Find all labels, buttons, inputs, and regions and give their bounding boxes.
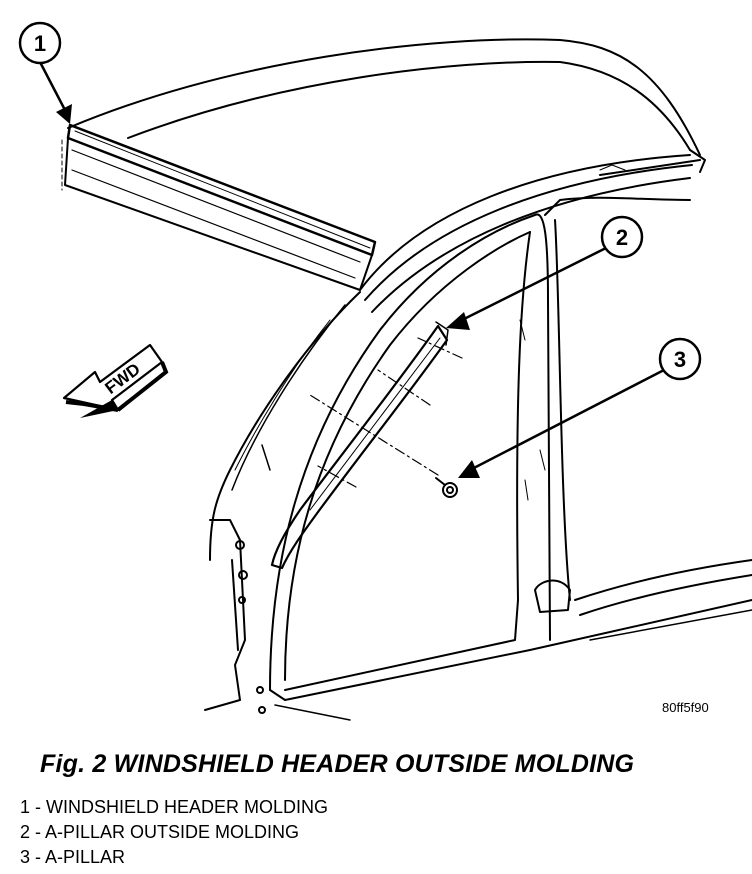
leader-lines — [38, 60, 666, 472]
fwd-arrow-icon: FWD — [62, 343, 169, 418]
image-id: 80ff5f90 — [662, 700, 709, 715]
svg-text:1: 1 — [34, 31, 46, 56]
svg-text:2: 2 — [616, 225, 628, 250]
callout-2: 2 — [600, 215, 644, 259]
leader-arrowheads — [56, 104, 480, 478]
molding-diagram: 1 2 3 FWD — [18, 21, 752, 721]
callout-1: 1 — [18, 21, 62, 65]
a-pillar-outside-molding — [270, 321, 449, 570]
legend-item-3: 3 - A-PILLAR — [20, 847, 126, 867]
svg-text:3: 3 — [674, 347, 686, 372]
windshield-header-molding — [61, 123, 377, 291]
legend-list: 1 - WINDSHIELD HEADER MOLDING 2 - A-PILL… — [20, 795, 328, 870]
fastener-screw — [435, 477, 458, 498]
door-opening-frame — [269, 196, 752, 721]
legend-item-2: 2 - A-PILLAR OUTSIDE MOLDING — [20, 822, 300, 842]
figure-caption: Fig. 2 WINDSHIELD HEADER OUTSIDE MOLDING — [40, 750, 635, 778]
alignment-lines — [309, 337, 463, 488]
a-pillar — [204, 291, 361, 714]
legend-item-1: 1 - WINDSHIELD HEADER MOLDING — [20, 797, 329, 817]
roof-side-rail — [359, 154, 693, 313]
roof-panel — [67, 38, 706, 176]
callout-3: 3 — [658, 337, 702, 381]
